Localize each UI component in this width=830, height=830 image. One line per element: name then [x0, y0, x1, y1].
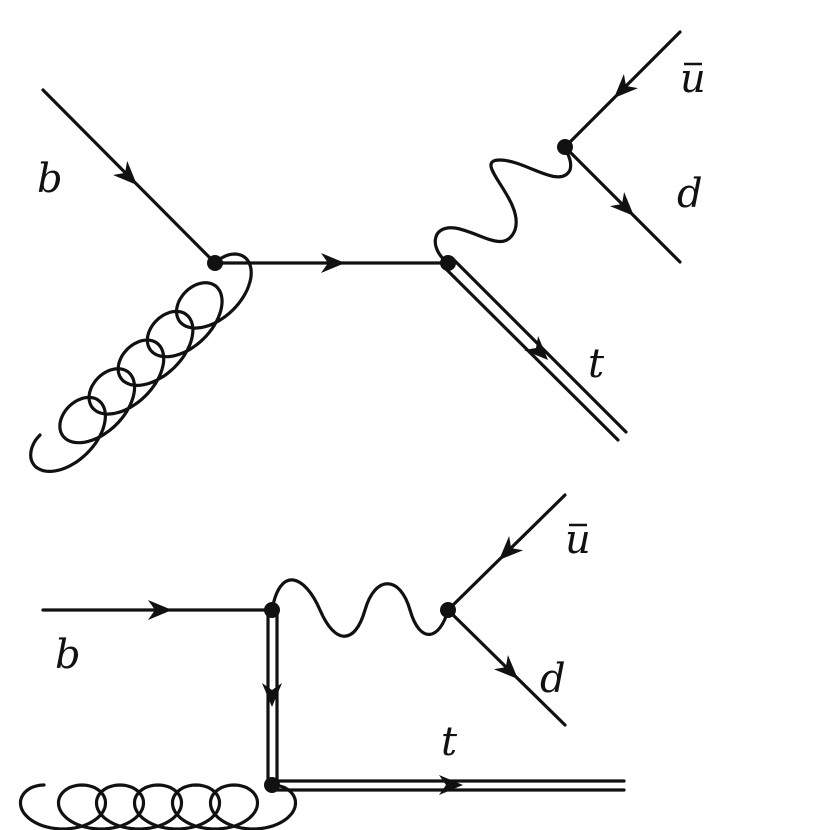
- label-t: t: [441, 719, 458, 765]
- label-ubar: u: [565, 517, 591, 563]
- label-d: d: [677, 171, 703, 217]
- label-ubar: u: [680, 56, 706, 102]
- vertex-1: [207, 255, 223, 271]
- label-t: t: [588, 341, 605, 387]
- w-boson-line: [270, 578, 450, 638]
- vertex-2: [440, 255, 456, 271]
- top-quark-line-b: [442, 265, 620, 442]
- label-b: b: [55, 632, 81, 678]
- vertex-3: [557, 139, 573, 155]
- vertical-top-arrow: [262, 683, 282, 707]
- label-d: d: [540, 656, 566, 702]
- gluon-line: [29, 252, 253, 473]
- gluon-line: [18, 783, 298, 830]
- top-diagram: b u d t: [29, 30, 706, 473]
- w-boson-line: [433, 145, 573, 265]
- vertex-1: [264, 602, 280, 618]
- bottom-diagram: b u d t: [18, 493, 626, 830]
- vertex-2: [440, 602, 456, 618]
- vertex-3: [264, 777, 280, 793]
- top-quark-arrow: [439, 775, 463, 795]
- label-b: b: [37, 156, 63, 202]
